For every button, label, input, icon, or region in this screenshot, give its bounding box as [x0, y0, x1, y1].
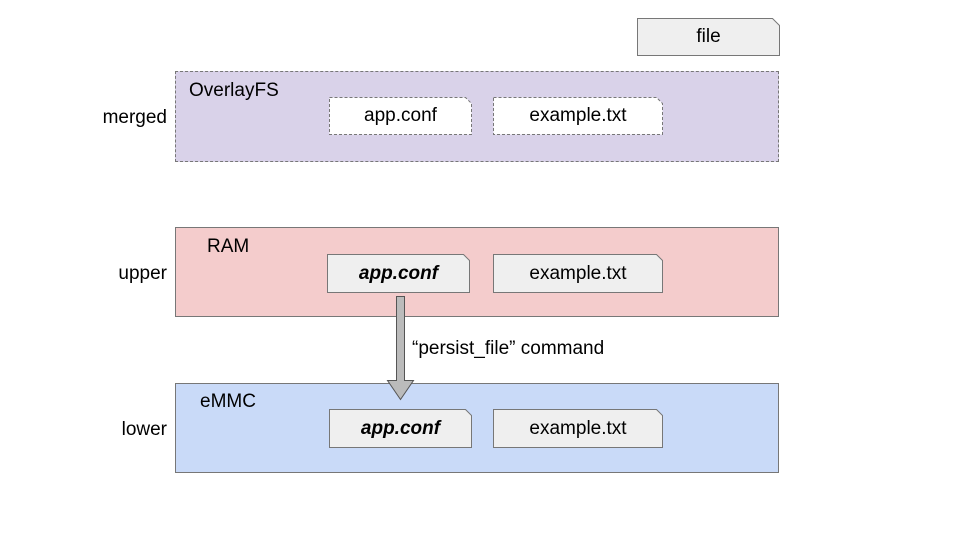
file-merged-app-conf-shape	[329, 97, 472, 135]
layer-lower: eMMC	[175, 383, 779, 473]
persist-arrow-label: “persist_file” command	[412, 338, 605, 359]
file-merged-example-txt: example.txt	[493, 97, 663, 135]
fs-name-ram: RAM	[207, 236, 250, 257]
file-lower-app-conf: app.conf	[329, 409, 472, 448]
fs-name-overlayfs: OverlayFS	[189, 80, 279, 101]
persist-arrow-icon	[386, 296, 415, 401]
legend-file-label: file	[696, 26, 721, 47]
legend-file: file	[637, 18, 780, 56]
file-upper-example-txt-shape	[493, 254, 663, 293]
file-upper-example-txt: example.txt	[493, 254, 663, 293]
fs-name-emmc: eMMC	[200, 391, 256, 412]
file-lower-example-txt-shape	[493, 409, 663, 448]
file-lower-example-txt: example.txt	[493, 409, 663, 448]
file-merged-example-txt-shape	[493, 97, 663, 135]
file-merged-app-conf-label: app.conf	[364, 105, 437, 126]
file-upper-app-conf-shape	[327, 254, 470, 293]
file-lower-app-conf-label: app.conf	[360, 417, 441, 439]
file-upper-app-conf: app.conf	[327, 254, 470, 293]
layer-upper: RAM	[175, 227, 779, 317]
layer-label-merged: merged	[102, 107, 167, 128]
legend-file-shape	[637, 18, 780, 56]
file-merged-app-conf: app.conf	[329, 97, 472, 135]
file-merged-example-txt-label: example.txt	[529, 105, 627, 126]
file-upper-example-txt-label: example.txt	[529, 262, 627, 284]
layer-label-lower: lower	[121, 419, 167, 440]
file-upper-app-conf-label: app.conf	[358, 262, 439, 284]
layer-merged: OverlayFS	[175, 71, 779, 162]
file-lower-app-conf-shape	[329, 409, 472, 448]
layer-label-upper: upper	[118, 263, 167, 284]
file-lower-example-txt-label: example.txt	[529, 417, 627, 439]
